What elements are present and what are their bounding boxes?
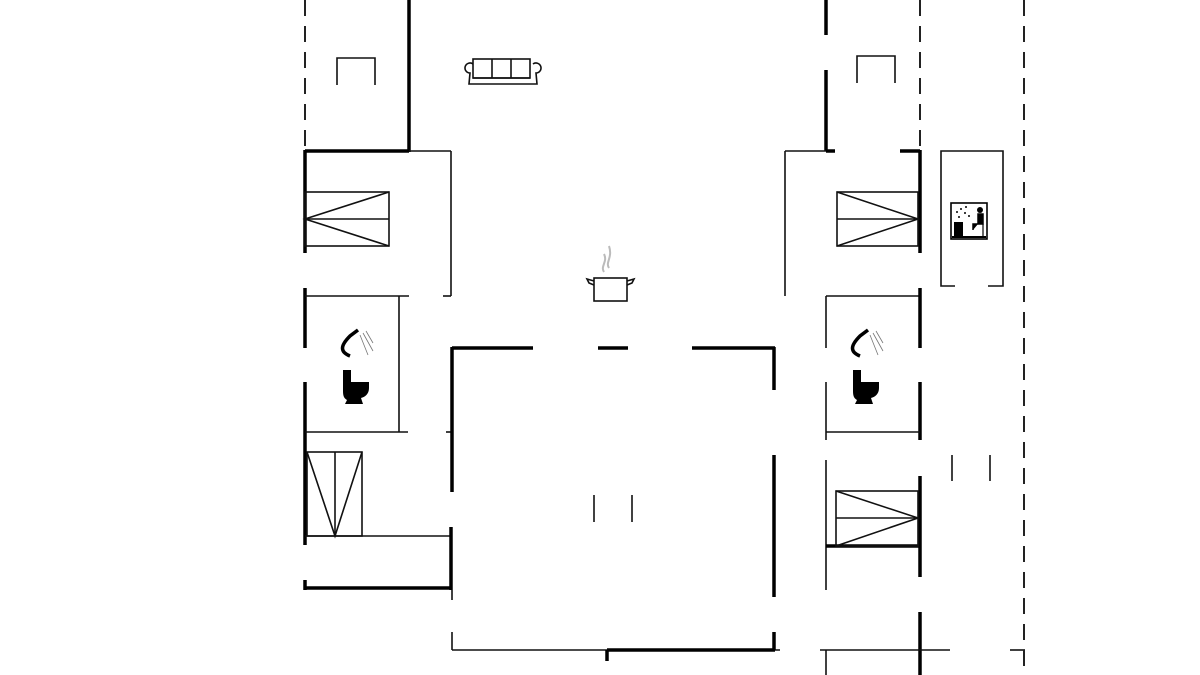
cooking-pot-icon <box>585 245 636 302</box>
toilet-icon <box>343 370 369 404</box>
sauna-icon <box>950 202 988 240</box>
shower-icon <box>340 328 374 358</box>
wardrobe-icon <box>836 191 921 247</box>
sofa-icon <box>464 58 542 85</box>
toilet-icon <box>853 370 879 404</box>
chair-icon <box>856 55 896 83</box>
shower-icon <box>850 328 884 358</box>
wardrobe-icon <box>306 451 363 539</box>
wardrobe-icon <box>835 490 921 547</box>
chair-icon <box>336 57 376 85</box>
walls <box>303 0 1025 675</box>
wardrobe-icon <box>302 191 390 247</box>
